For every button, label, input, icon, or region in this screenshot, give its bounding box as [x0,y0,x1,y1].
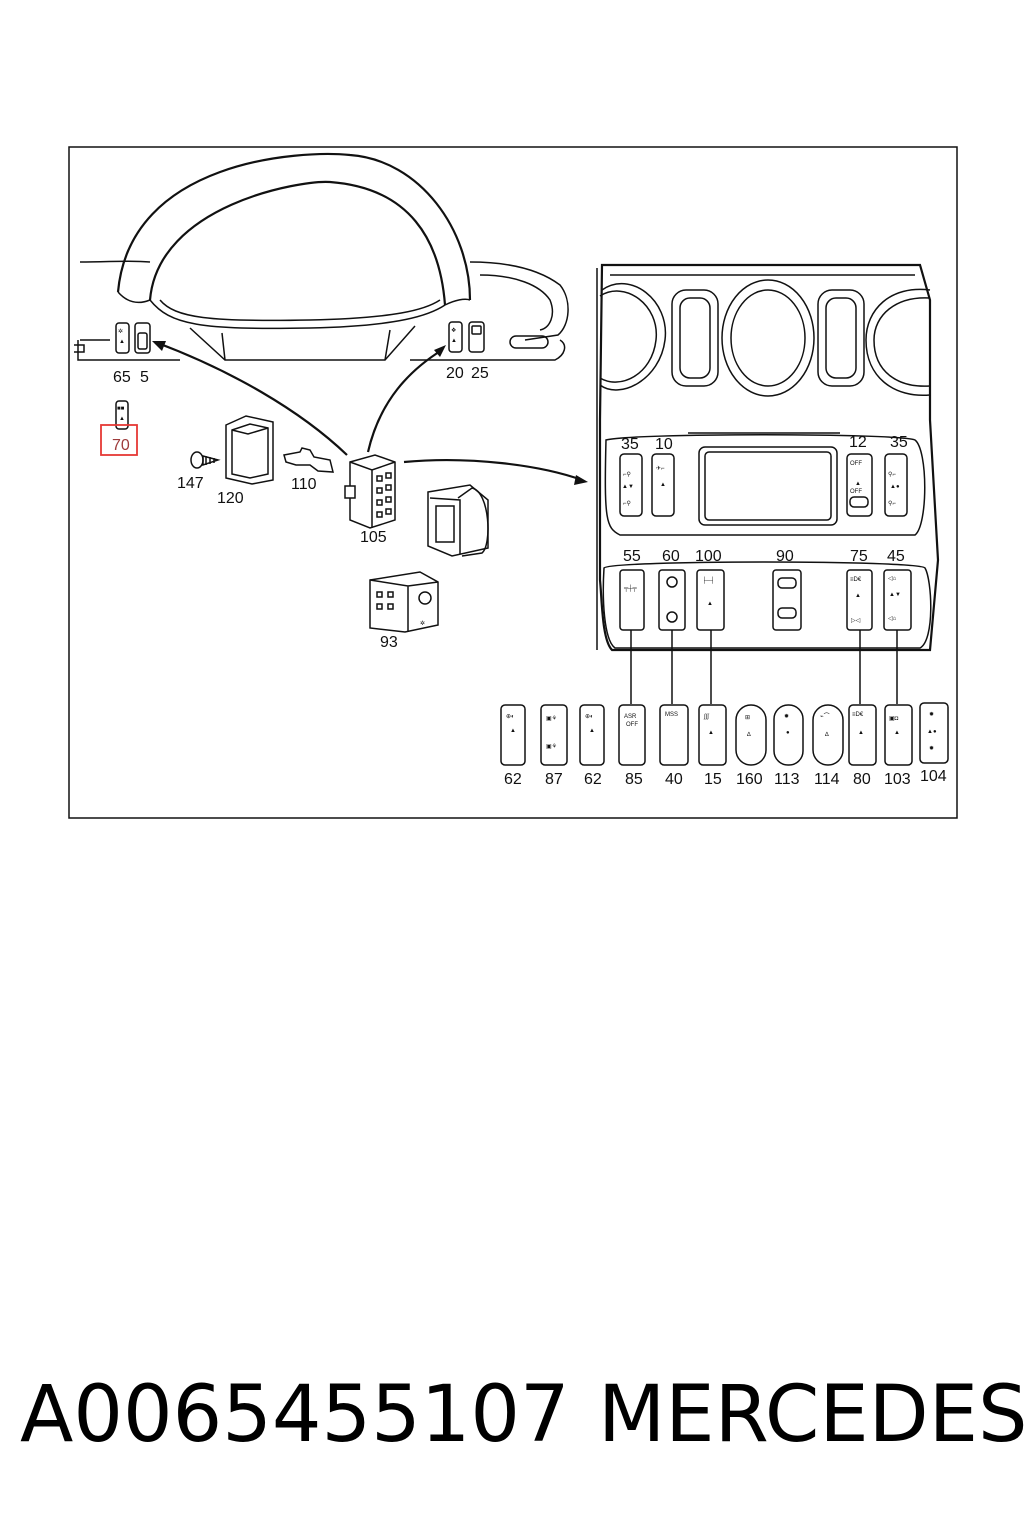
svg-text:⊕◐: ⊕◐ [506,714,515,720]
svg-text:▣⚘: ▣⚘ [546,715,557,722]
svg-text:▲: ▲ [660,482,666,488]
switch-12-off-top: OFF [850,461,862,467]
svg-text:▣◘: ▣◘ [889,716,899,722]
rocker-switch [427,484,489,557]
screw-147 [190,451,221,469]
highlight-box [100,424,138,456]
switch-70 [115,400,129,430]
svg-text:✈⌐: ✈⌐ [656,465,665,472]
label-b15: 15 [704,771,722,788]
svg-text:∆: ∆ [825,731,829,738]
svg-text:⊞: ⊞ [745,715,750,721]
svg-text:▲▼: ▲▼ [889,592,901,598]
svg-text:▷◁: ▷◁ [851,618,861,624]
label-5: 5 [140,369,149,386]
label-r60: 60 [662,548,680,565]
footer: A0065455107 MERCEDES [20,1370,1024,1470]
switch-40-mss: MSS [665,712,678,718]
svg-text:▲▼: ▲▼ [622,484,634,490]
label-c35a: 35 [621,436,639,453]
switch-12-off-bottom: OFF [850,489,862,495]
label-65: 65 [113,369,131,386]
label-93: 93 [380,634,398,651]
parts-diagram: ✲ ▲ ❖ ▲ 65 5 20 25 ■■ ▲ 70 [68,146,958,819]
svg-text:▲●: ▲● [927,729,937,735]
svg-text:▲: ▲ [894,730,900,736]
svg-text:⌁⌒: ⌁⌒ [820,713,830,720]
bottom-switch-row: ⊕◐▲ ▣⚘▣⚘ ⊕◐▲ ASR OFF MSS ∫∫∫▲ ⊞∆ ✹● ⌁⌒∆ … [500,702,949,766]
label-b80: 80 [853,771,871,788]
brand-name: MERCEDES [598,1370,1024,1460]
svg-text:▲: ▲ [119,416,125,422]
label-c35b: 35 [890,434,908,451]
svg-text:❖: ❖ [451,328,456,334]
svg-text:≡D€: ≡D€ [852,712,864,718]
svg-text:▲: ▲ [858,730,864,736]
svg-text:⊕◐: ⊕◐ [585,714,594,720]
label-c12: 12 [849,434,867,451]
label-b85: 85 [625,771,643,788]
label-105: 105 [360,529,387,546]
svg-text:✲: ✲ [118,328,123,335]
svg-text:∆: ∆ [747,731,751,738]
part-number: A0065455107 [20,1370,570,1460]
label-b160: 160 [736,771,763,788]
svg-text:▲: ▲ [855,593,861,599]
svg-text:✹: ✹ [929,745,934,752]
svg-text:▲: ▲ [510,728,516,734]
frame-120 [225,415,274,485]
svg-text:▲: ▲ [855,481,861,487]
svg-text:✹: ✹ [929,711,934,718]
label-20: 20 [446,365,464,382]
connector-105 [344,454,396,529]
label-r100: 100 [695,548,722,565]
label-b40: 40 [665,771,683,788]
svg-text:■■: ■■ [117,406,125,412]
label-r45: 45 [887,548,905,565]
svg-text:≡D€: ≡D€ [850,577,862,583]
svg-text:⌐⚲: ⌐⚲ [623,471,631,478]
svg-text:◁⌂: ◁⌂ [888,616,897,622]
label-b87: 87 [545,771,563,788]
label-r75: 75 [850,548,868,565]
label-25: 25 [471,365,489,382]
label-b114: 114 [814,771,840,788]
svg-text:⚲⌐: ⚲⌐ [888,471,896,478]
svg-text:⌐⚲: ⌐⚲ [623,500,631,507]
svg-text:✲: ✲ [420,620,425,627]
switch-85-asr: ASR [624,714,637,720]
switch-85-off: OFF [626,722,638,728]
center-console: ⌐⚲ ▲▼ ⌐⚲ ✈⌐ ▲ OFF ▲ OFF ⚲⌐ ▲● ⚲⌐ ╤┼╤ ├─┤ ▲ ≡D€… [596,263,940,704]
label-70: 70 [112,437,130,454]
label-b62b: 62 [584,771,602,788]
svg-text:◁⌂: ◁⌂ [888,576,897,582]
label-b103: 103 [884,771,911,788]
label-r55: 55 [623,548,641,565]
instrument-cluster: ✲ ▲ ❖ ▲ [74,152,569,361]
svg-text:∫∫∫: ∫∫∫ [703,713,709,720]
label-b113: 113 [774,771,800,788]
label-r90: 90 [776,548,794,565]
svg-text:⚲⌐: ⚲⌐ [888,500,896,507]
clip-110 [283,447,334,473]
label-c10: 10 [655,436,673,453]
label-120: 120 [217,490,244,507]
svg-text:▲: ▲ [708,730,714,736]
switch-93: ✲ [369,571,439,633]
label-147: 147 [177,475,204,492]
svg-text:▲: ▲ [119,339,125,345]
svg-text:▲: ▲ [451,338,457,344]
svg-text:▲: ▲ [589,728,595,734]
label-b62a: 62 [504,771,522,788]
svg-text:▲●: ▲● [890,484,900,490]
svg-text:╤┼╤: ╤┼╤ [623,584,638,592]
svg-text:▲: ▲ [707,601,713,607]
svg-text:├─┤: ├─┤ [702,576,715,584]
label-110: 110 [291,476,317,493]
svg-text:▣⚘: ▣⚘ [546,743,557,750]
label-b104: 104 [920,768,947,785]
svg-text:●: ● [786,730,790,736]
svg-text:✹: ✹ [784,713,789,720]
